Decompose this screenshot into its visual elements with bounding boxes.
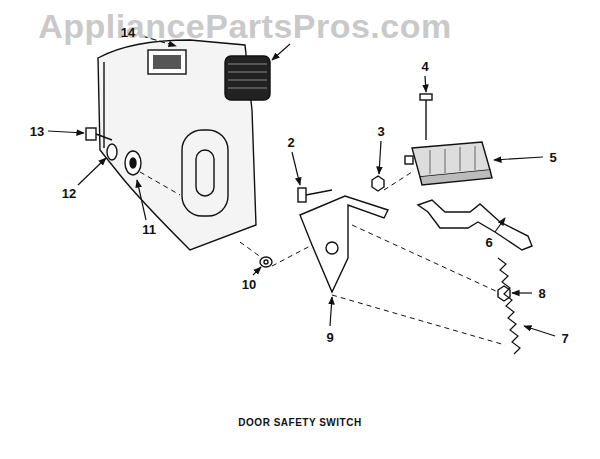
callout-number: 12 — [62, 187, 76, 200]
assembly-lines — [140, 172, 505, 345]
callout-number: 5 — [549, 151, 556, 164]
callout-number: 13 — [30, 125, 44, 138]
parts — [86, 40, 532, 354]
callout-number: 11 — [142, 223, 156, 236]
callout-number: 2 — [287, 136, 294, 149]
callout-number: 8 — [538, 287, 545, 300]
leader-lines — [48, 36, 555, 336]
callout-number: 9 — [326, 331, 333, 344]
callout-number: 4 — [421, 60, 428, 73]
callout-number: 7 — [561, 332, 568, 345]
callout-number: 3 — [377, 125, 384, 138]
watermark: AppliancePartsPros.com — [38, 9, 451, 43]
callout-number: 14 — [121, 26, 135, 39]
callout-number: 6 — [485, 236, 492, 249]
caption: DOOR SAFETY SWITCH — [238, 418, 361, 428]
callout-number: 10 — [242, 278, 256, 291]
